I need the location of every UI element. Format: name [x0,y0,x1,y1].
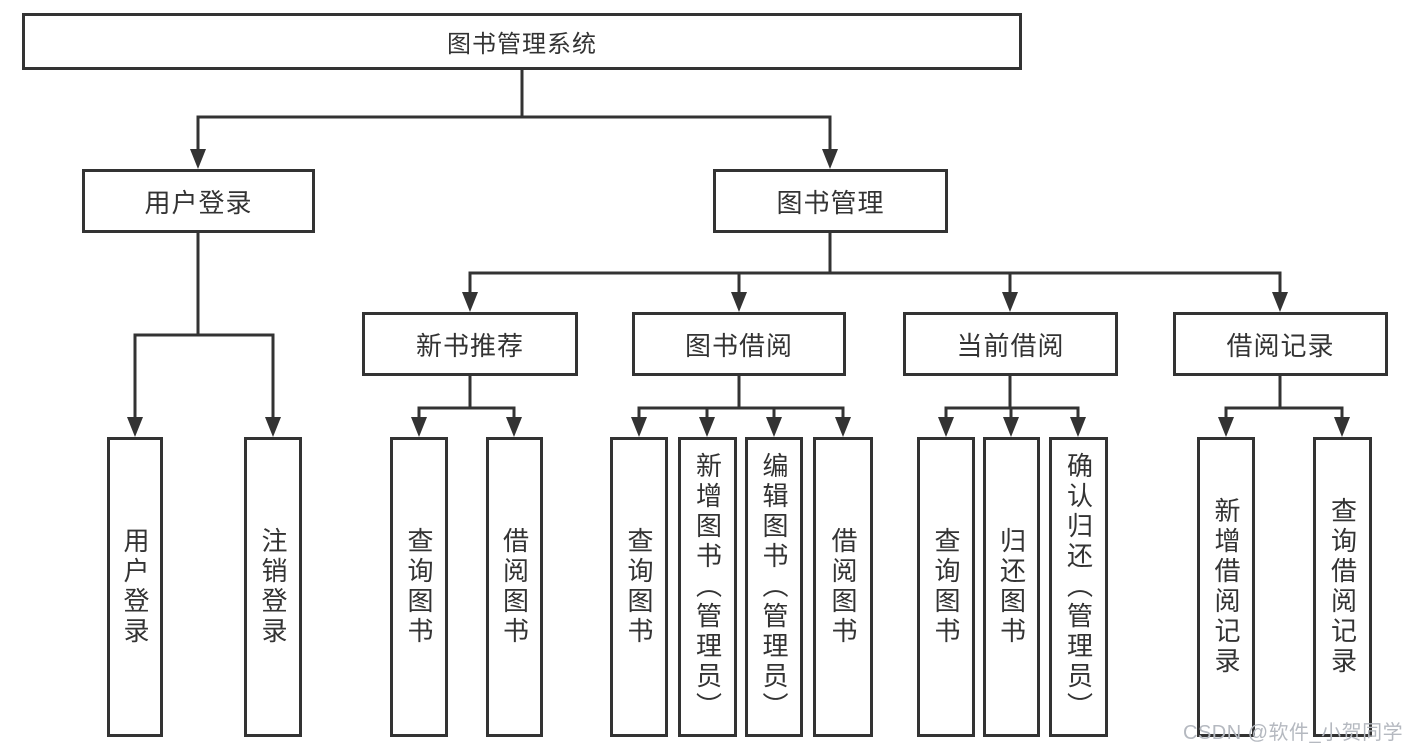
leaf-query-books-1: 查询图书 [390,437,448,737]
leaf-query-books-2-label: 查询图书 [624,527,654,647]
leaf-borrow-books-2: 借阅图书 [813,437,873,737]
leaf-add-borrow-record-label: 新增借阅记录 [1211,497,1241,677]
leaf-add-borrow-record: 新增借阅记录 [1197,437,1255,737]
leaf-confirm-return-admin-label: 确认归还（管理员） [1063,452,1094,722]
node-current-borrow-label: 当前借阅 [956,330,1065,361]
leaf-confirm-return-admin: 确认归还（管理员） [1049,437,1108,737]
watermark: CSDN @软件_小贺同学 [1183,722,1404,744]
leaf-edit-books-admin-label: 编辑图书（管理员） [759,452,789,722]
leaf-edit-books-admin: 编辑图书（管理员） [745,437,803,737]
node-root-label: 图书管理系统 [447,31,597,58]
leaf-return-books: 归还图书 [983,437,1040,737]
leaf-borrow-books-1-label: 借阅图书 [499,527,530,647]
leaf-query-books-3-label: 查询图书 [931,527,961,647]
leaf-add-books-admin-label: 新增图书（管理员） [692,452,723,722]
node-user-login: 用户登录 [82,169,315,233]
node-book-management: 图书管理 [713,169,948,233]
leaf-borrow-books-1: 借阅图书 [486,437,543,737]
leaf-query-borrow-record: 查询借阅记录 [1313,437,1372,737]
node-borrow-record-label: 借阅记录 [1226,330,1335,361]
leaf-user-login-label: 用户登录 [120,527,150,647]
leaf-query-books-1-label: 查询图书 [404,527,434,647]
node-book-borrow: 图书借阅 [632,312,846,376]
node-new-book-recommend-label: 新书推荐 [415,330,524,361]
leaf-user-login: 用户登录 [107,437,163,737]
leaf-logout: 注销登录 [244,437,302,737]
leaf-logout-label: 注销登录 [258,527,288,647]
node-root: 图书管理系统 [22,13,1022,70]
node-user-login-label: 用户登录 [144,187,253,218]
leaf-return-books-label: 归还图书 [996,527,1027,647]
node-book-borrow-label: 图书借阅 [684,330,793,361]
leaf-query-books-3: 查询图书 [917,437,975,737]
node-borrow-record: 借阅记录 [1173,312,1388,376]
leaf-query-books-2: 查询图书 [610,437,668,737]
node-book-management-label: 图书管理 [776,187,885,218]
leaf-query-borrow-record-label: 查询借阅记录 [1327,497,1358,677]
leaf-borrow-books-2-label: 借阅图书 [828,527,858,647]
leaf-add-books-admin: 新增图书（管理员） [678,437,737,737]
node-current-borrow: 当前借阅 [903,312,1118,376]
node-new-book-recommend: 新书推荐 [362,312,578,376]
